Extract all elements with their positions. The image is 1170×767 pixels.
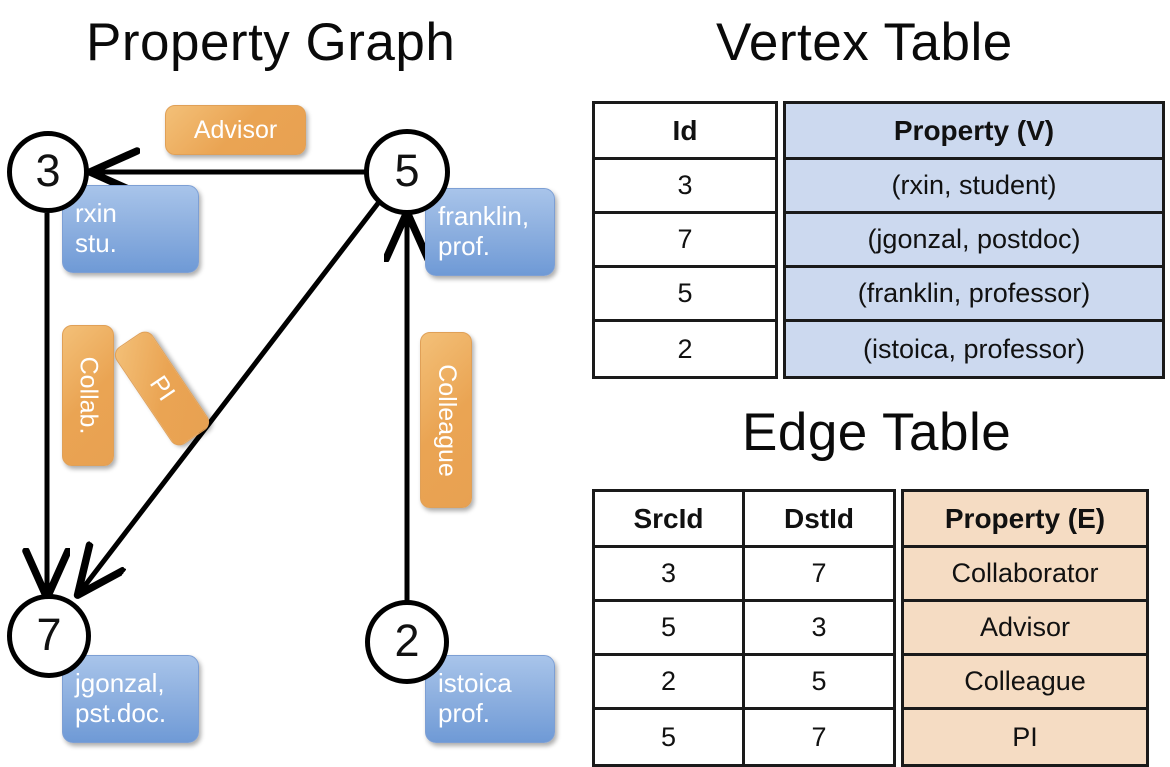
vertex-prop-box-2-line2: prof.	[438, 698, 491, 728]
edge-table-property-column: Property (E) Collaborator Advisor Collea…	[901, 489, 1149, 767]
table-cell: 7	[745, 548, 893, 602]
vertex-table-header-id: Id	[595, 104, 775, 160]
graph-node-5-label: 5	[394, 144, 420, 196]
vertex-table-title: Vertex Table	[716, 13, 1013, 72]
graph-node-7[interactable]: 7	[7, 594, 91, 678]
table-cell: 5	[595, 602, 742, 656]
table-cell: (jgonzal, postdoc)	[786, 214, 1162, 268]
edge-label-advisor[interactable]: Advisor	[165, 105, 306, 155]
graph-node-2[interactable]: 2	[365, 600, 449, 684]
edge-label-colleague[interactable]: Colleague	[420, 332, 472, 508]
table-cell: (franklin, professor)	[786, 268, 1162, 322]
table-cell: (istoica, professor)	[786, 322, 1162, 376]
edge-table-header-srcid: SrcId	[595, 492, 742, 548]
vertex-prop-box-5-line2: prof.	[438, 231, 491, 261]
vertex-prop-box-5[interactable]: franklin, prof.	[425, 188, 555, 276]
table-cell: 5	[745, 656, 893, 710]
edge-label-advisor-text: Advisor	[193, 115, 278, 144]
edge-label-collab[interactable]: Collab.	[62, 325, 114, 466]
vertex-table-header-property: Property (V)	[786, 104, 1162, 160]
table-cell: PI	[904, 710, 1146, 764]
vertex-prop-box-2-line1: istoica	[438, 668, 512, 699]
table-cell: (rxin, student)	[786, 160, 1162, 214]
vertex-table: Id 3 7 5 2 Property (V) (rxin, student) …	[592, 101, 1165, 379]
table-cell: 3	[595, 160, 775, 214]
edge-table-title: Edge Table	[742, 403, 1012, 462]
vertex-prop-box-7-line1: jgonzal,	[75, 668, 165, 699]
edge-table: SrcId 3 5 2 5 DstId 7 3 5 7 Property (E)…	[592, 489, 1149, 767]
table-cell: 7	[595, 214, 775, 268]
table-cell: Colleague	[904, 656, 1146, 710]
edge-label-colleague-text: Colleague	[432, 363, 461, 477]
graph-node-5[interactable]: 5	[364, 129, 450, 215]
graph-node-2-label: 2	[394, 614, 420, 666]
edge-table-header-property: Property (E)	[904, 492, 1146, 548]
table-cell: 2	[677, 333, 693, 364]
edge-table-srcid-column: SrcId 3 5 2 5	[592, 489, 745, 767]
table-cell: Advisor	[904, 602, 1146, 656]
property-graph-panel: Property Graph Advisor Collab. PI	[0, 0, 585, 760]
table-cell: 2	[595, 656, 742, 710]
edge-table-header-dstid: DstId	[745, 492, 893, 548]
graph-edges-svg	[0, 0, 585, 604]
edge-table-dstid-column: DstId 7 3 5 7	[745, 489, 896, 767]
edge-label-collab-text: Collab.	[74, 356, 103, 435]
edge-label-pi-text: PI	[144, 370, 181, 406]
vertex-table-id-column: Id 3 7 5 2	[592, 101, 778, 379]
table-cell: Collaborator	[904, 548, 1146, 602]
table-cell: 7	[811, 721, 827, 752]
vertex-prop-box-3-line1: rxin	[75, 198, 117, 229]
property-graph-title: Property Graph	[86, 13, 456, 72]
vertex-prop-box-3-line2: stu.	[75, 228, 117, 258]
vertex-table-property-column: Property (V) (rxin, student) (jgonzal, p…	[783, 101, 1165, 379]
table-cell: 5	[595, 268, 775, 322]
vertex-prop-box-7-line2: pst.doc.	[75, 698, 167, 728]
graph-node-3-label: 3	[35, 144, 61, 196]
vertex-prop-box-5-line1: franklin,	[438, 201, 530, 232]
graph-node-7-label: 7	[36, 608, 62, 660]
vertex-prop-box-2[interactable]: istoica prof.	[425, 655, 555, 743]
vertex-prop-box-7[interactable]: jgonzal, pst.doc.	[62, 655, 199, 743]
graph-node-3[interactable]: 3	[7, 131, 89, 213]
edge-arrow-5-to-7	[80, 200, 381, 592]
vertex-prop-box-3[interactable]: rxin stu.	[62, 185, 199, 273]
table-cell: 3	[595, 548, 742, 602]
table-cell: 3	[745, 602, 893, 656]
table-cell: 5	[660, 721, 677, 752]
